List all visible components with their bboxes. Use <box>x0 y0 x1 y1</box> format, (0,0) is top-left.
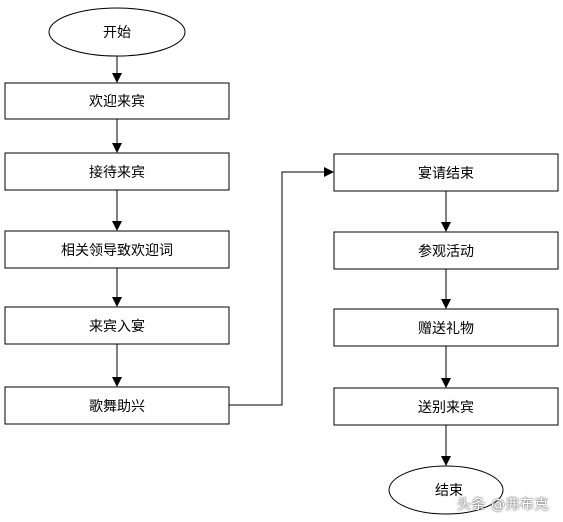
process-label-seating: 来宾入宴 <box>89 318 145 335</box>
connector-performance-to-banquet-end <box>229 167 334 406</box>
process-box-farewell <box>333 387 559 426</box>
start-label: 开始 <box>103 25 131 41</box>
process-label-visit: 参观活动 <box>418 243 474 260</box>
process-box-reception <box>4 152 230 191</box>
process-box-gifts <box>333 308 559 347</box>
process-label-welcome: 欢迎来宾 <box>89 94 145 110</box>
process-label-welcome-speech: 相关领导致欢迎词 <box>61 243 173 259</box>
process-label-gifts: 赠送礼物 <box>418 321 474 337</box>
process-label-banquet-end: 宴请结束 <box>418 165 474 182</box>
process-label-performance: 歌舞助兴 <box>89 399 145 415</box>
end-label: 结束 <box>435 483 463 499</box>
process-box-welcome <box>4 82 230 120</box>
watermark-text: 头条 @弗布克 <box>457 497 549 513</box>
process-box-performance <box>4 386 230 425</box>
process-box-visit <box>333 231 559 270</box>
process-box-welcome-speech <box>4 230 230 269</box>
end-terminal <box>388 465 504 515</box>
process-label-farewell: 送别来宾 <box>418 400 474 416</box>
process-label-reception: 接待来宾 <box>89 164 145 181</box>
